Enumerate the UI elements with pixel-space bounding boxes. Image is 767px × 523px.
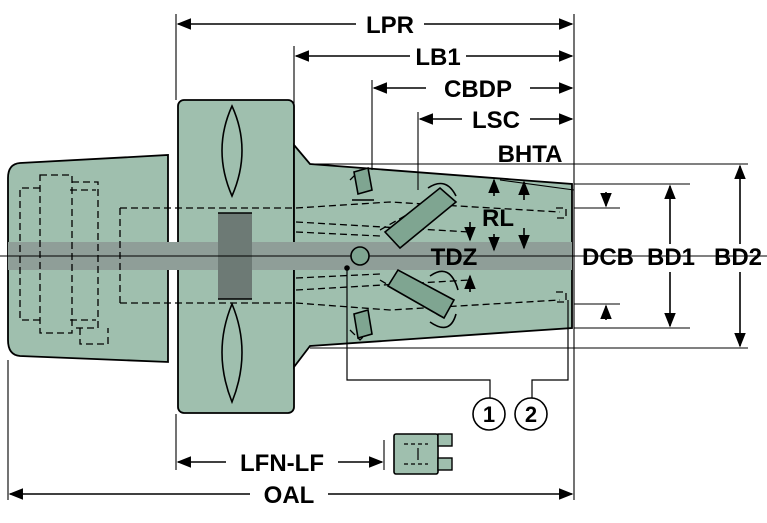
- detail-lines: [0, 104, 767, 405]
- upper-cartridge: [383, 186, 458, 250]
- label-bd2: BD2: [714, 244, 762, 271]
- label-bhta: BHTA: [498, 141, 563, 168]
- dimension-labels: LPR LB1 CBDP LSC BHTA RL TDZ DCB BD1 BD2…: [240, 12, 762, 509]
- upper-coolant-screw: [353, 166, 373, 196]
- upper-drive-slot: [221, 104, 243, 199]
- label-bd1: BD1: [647, 244, 695, 271]
- lower-drive-slot: [221, 301, 243, 405]
- callout-1: 1: [472, 397, 506, 431]
- screw-hole: [350, 246, 370, 266]
- label-lfn-lf: LFN-LF: [240, 450, 324, 477]
- callout-1-label: 1: [483, 402, 495, 427]
- label-dcb: DCB: [582, 244, 634, 271]
- lower-cartridge: [386, 268, 456, 320]
- callout-2: 2: [514, 397, 548, 431]
- label-lsc: LSC: [472, 107, 520, 134]
- label-lb1: LB1: [415, 44, 460, 71]
- callout-leaders: [346, 268, 569, 398]
- callout-2-label: 2: [525, 402, 537, 427]
- label-rl: RL: [482, 205, 514, 232]
- extension-lines: [7, 14, 748, 500]
- label-tdz: TDZ: [431, 244, 478, 271]
- lower-coolant-screw: [353, 308, 373, 340]
- label-cbdp: CBDP: [444, 76, 512, 103]
- cartridge-insert-icon: [393, 433, 453, 475]
- label-oal: OAL: [264, 482, 315, 509]
- dimension-lines: [8, 18, 746, 500]
- label-lpr: LPR: [366, 12, 414, 39]
